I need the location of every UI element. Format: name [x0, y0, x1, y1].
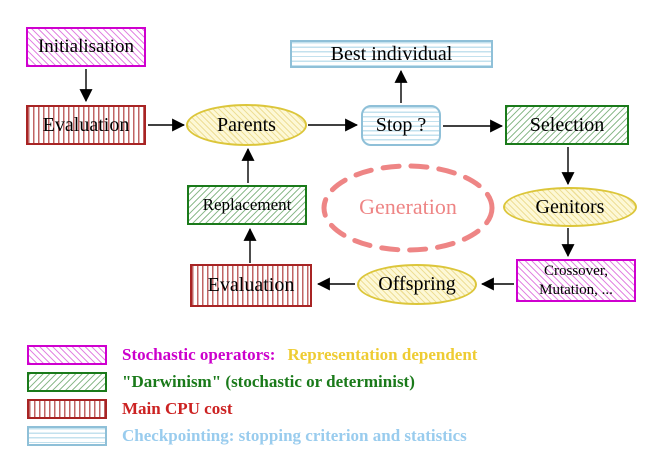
crossover-line2: Mutation, ... — [539, 281, 613, 298]
legend-row-checkpointing: Checkpointing: stopping criterion and st… — [27, 426, 467, 446]
node-best-individual: Best individual — [290, 40, 493, 68]
legend-label-representation: Representation dependent — [287, 345, 478, 364]
legend-label-checkpointing: Checkpointing: stopping criterion and st… — [122, 426, 467, 445]
node-replacement: Replacement — [187, 185, 307, 225]
legend-row-darwinism: "Darwinism" (stochastic or determinist) — [27, 372, 415, 392]
generation-label: Generation — [359, 194, 457, 219]
legend-swatch-green-hatch — [27, 372, 107, 392]
legend-label-cpu-cost: Main CPU cost — [122, 399, 233, 418]
legend-swatch-cyan-stripes — [27, 426, 107, 446]
node-parents: Parents — [186, 104, 307, 146]
node-selection: Selection — [505, 105, 629, 145]
legend-label-darwinism: "Darwinism" (stochastic or determinist) — [122, 372, 415, 391]
legend-swatch-magenta-hatch — [27, 345, 107, 365]
node-crossover-mutation: Crossover, Mutation, ... — [516, 259, 636, 302]
legend-row-stochastic: Stochastic operators: Representation dep… — [27, 345, 477, 365]
node-offspring: Offspring — [357, 264, 477, 305]
node-genitors: Genitors — [503, 187, 637, 227]
node-stop: Stop ? — [361, 105, 441, 146]
node-evaluation-bottom: Evaluation — [190, 264, 312, 307]
legend-row-cpu-cost: Main CPU cost — [27, 399, 232, 419]
generation-dashed-ellipse — [321, 163, 495, 253]
node-evaluation-top: Evaluation — [26, 105, 146, 145]
crossover-line1: Crossover, — [544, 262, 608, 279]
legend-swatch-red-stripes — [27, 399, 107, 419]
legend-label-stochastic: Stochastic operators: — [122, 345, 276, 364]
node-initialisation: Initialisation — [26, 27, 146, 67]
